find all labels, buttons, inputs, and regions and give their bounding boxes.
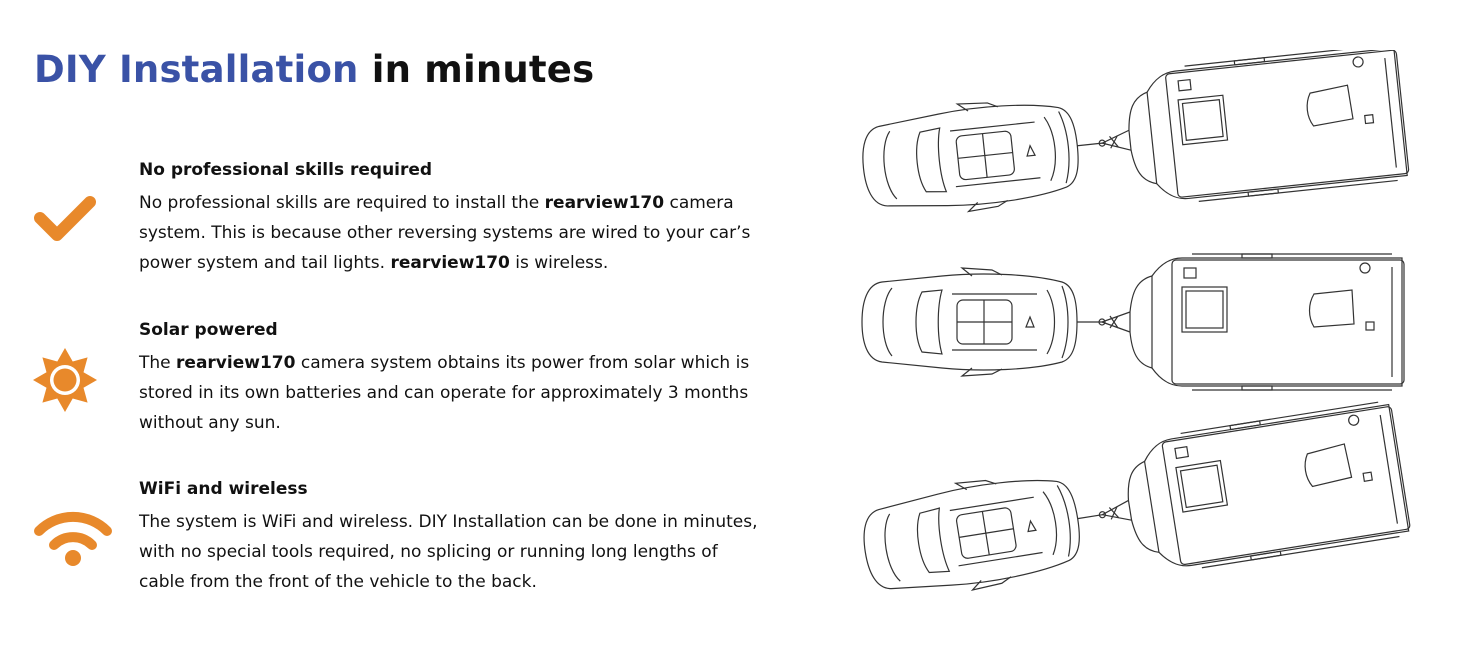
feature-heading: Solar powered	[139, 320, 278, 340]
rig-straight	[861, 253, 1405, 391]
feature-description: No professional skills are required to i…	[139, 193, 751, 273]
page-title: DIY Installation in minutes	[34, 48, 594, 91]
wifi-icon	[34, 511, 112, 566]
feature-heading: WiFi and wireless	[139, 479, 308, 499]
sun-icon	[33, 348, 97, 412]
feature-description: The rearview170 camera system obtains it…	[139, 353, 750, 433]
feature-description: The system is WiFi and wireless. DIY Ins…	[139, 512, 758, 592]
rig-turning-right	[854, 399, 1412, 610]
car-towing-trailer-illustration	[854, 50, 1412, 610]
title-highlight: DIY Installation	[34, 48, 359, 91]
checkmark-icon	[34, 196, 96, 241]
feature-heading: No professional skills required	[139, 160, 433, 180]
rig-turning-left	[855, 50, 1411, 237]
title-rest: in minutes	[358, 48, 595, 91]
